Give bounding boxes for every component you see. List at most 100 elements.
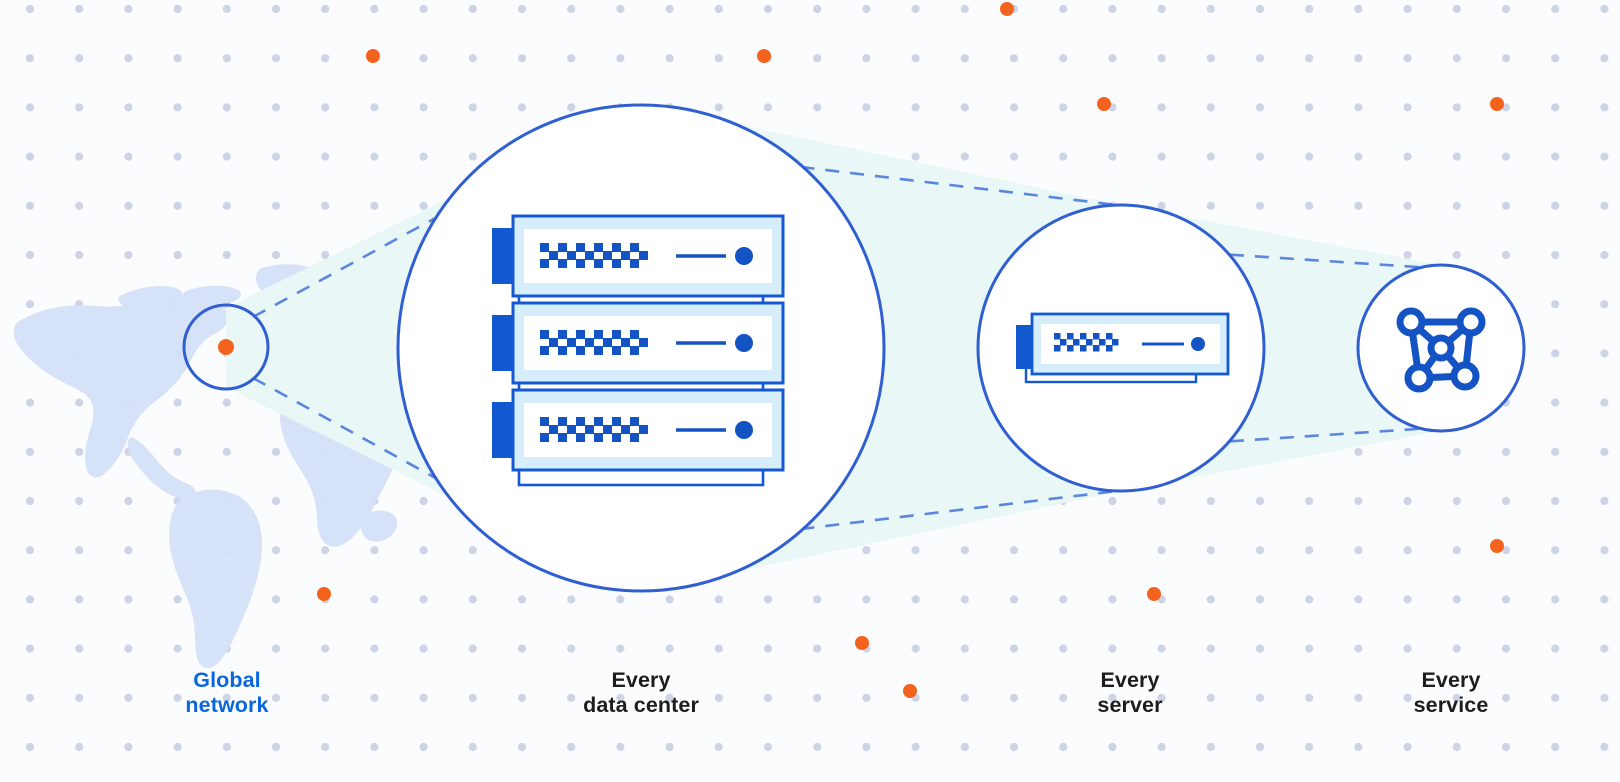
grid-dot	[124, 742, 133, 752]
grid-dot	[1501, 496, 1511, 506]
grid-dot	[321, 546, 330, 555]
grid-dot	[813, 595, 822, 604]
grid-dot	[1108, 742, 1117, 752]
global-network-marker-dot	[218, 339, 234, 355]
grid-dot	[1403, 4, 1412, 14]
grid-dot	[1108, 644, 1117, 653]
grid-dot	[763, 644, 773, 653]
global-network-circle	[182, 303, 270, 391]
grid-dot	[1157, 201, 1166, 210]
grid-dot	[25, 693, 35, 702]
grid-dot	[911, 54, 920, 63]
grid-dot	[124, 103, 133, 112]
grid-dot	[271, 693, 281, 702]
grid-dot	[1600, 496, 1609, 506]
grid-dot	[1452, 644, 1461, 653]
grid-dot	[124, 4, 133, 14]
grid-dot	[665, 4, 674, 14]
grid-dot	[714, 595, 723, 604]
grid-dot	[862, 693, 871, 702]
grid-dot	[1206, 693, 1215, 702]
grid-dot	[1403, 644, 1412, 653]
grid-dot	[321, 4, 330, 14]
grid-dot	[321, 742, 330, 752]
grid-dot	[1452, 4, 1461, 14]
grid-dot	[173, 742, 182, 752]
grid-dot	[1551, 201, 1560, 210]
grid-dot	[222, 250, 231, 260]
grid-dot	[1157, 546, 1166, 555]
grid-dot	[75, 595, 84, 604]
grid-dot	[271, 496, 281, 506]
grid-dot	[321, 103, 330, 112]
grid-dot	[665, 644, 674, 653]
grid-dot	[1600, 300, 1609, 309]
grid-dot	[567, 693, 576, 702]
grid-dot	[124, 644, 133, 653]
grid-dot	[1305, 693, 1314, 702]
grid-dot	[1255, 201, 1265, 210]
grid-dot	[1501, 152, 1511, 161]
grid-dot	[173, 595, 182, 604]
stage-label-global-network: Global network	[185, 668, 269, 717]
grid-dot	[1157, 152, 1166, 161]
grid-dot	[1206, 595, 1215, 604]
grid-dot	[1354, 447, 1363, 456]
grid-dot	[468, 742, 477, 752]
grid-dot	[370, 4, 379, 14]
grid-dot	[1009, 693, 1019, 702]
grid-dot	[1354, 103, 1363, 112]
grid-dot	[960, 152, 969, 161]
grid-dot	[862, 742, 871, 752]
grid-dot	[1600, 152, 1609, 161]
grid-dot	[321, 644, 330, 653]
accent-dot	[903, 684, 917, 698]
grid-dot	[567, 595, 576, 604]
grid-dot	[419, 644, 428, 653]
grid-dot	[1551, 4, 1560, 14]
grid-dot	[173, 103, 182, 112]
grid-dot	[1108, 54, 1117, 63]
grid-dot	[321, 693, 330, 702]
grid-dot	[222, 54, 231, 63]
grid-dot	[714, 644, 723, 653]
grid-dot	[1600, 595, 1609, 604]
grid-dot	[517, 4, 527, 14]
grid-dot	[321, 250, 330, 260]
stage-label-every-service: Every service	[1413, 668, 1489, 717]
grid-dot	[419, 4, 428, 14]
grid-dot	[616, 693, 625, 702]
grid-dot	[468, 4, 477, 14]
grid-dot	[1403, 447, 1412, 456]
grid-dot	[1452, 496, 1461, 506]
grid-dot	[1255, 496, 1265, 506]
grid-dot	[862, 595, 871, 604]
grid-dot	[1501, 693, 1511, 702]
grid-dot	[813, 103, 822, 112]
grid-dot	[862, 4, 871, 14]
grid-dot	[173, 201, 182, 210]
grid-dot	[222, 447, 231, 456]
grid-dot	[1305, 546, 1314, 555]
grid-dot	[1108, 152, 1117, 161]
grid-dot	[1059, 546, 1068, 555]
grid-dot	[813, 644, 822, 653]
cone-line-bottom-2	[725, 488, 1126, 540]
grid-dot	[1403, 496, 1412, 506]
grid-dot	[1059, 152, 1068, 161]
grid-dot	[321, 201, 330, 210]
grid-dot	[1206, 496, 1215, 506]
accent-dot	[1097, 97, 1111, 111]
grid-dot	[1403, 742, 1412, 752]
grid-dot	[1157, 496, 1166, 506]
grid-dot	[124, 250, 133, 260]
grid-dot	[1452, 742, 1461, 752]
stage-label-every-server: Every server	[1097, 668, 1163, 717]
grid-dot	[75, 644, 84, 653]
grid-dot	[1059, 693, 1068, 702]
grid-dot	[419, 201, 428, 210]
graph-node-4	[1404, 363, 1434, 393]
grid-dot	[1452, 152, 1461, 161]
grid-dot	[1600, 201, 1609, 210]
